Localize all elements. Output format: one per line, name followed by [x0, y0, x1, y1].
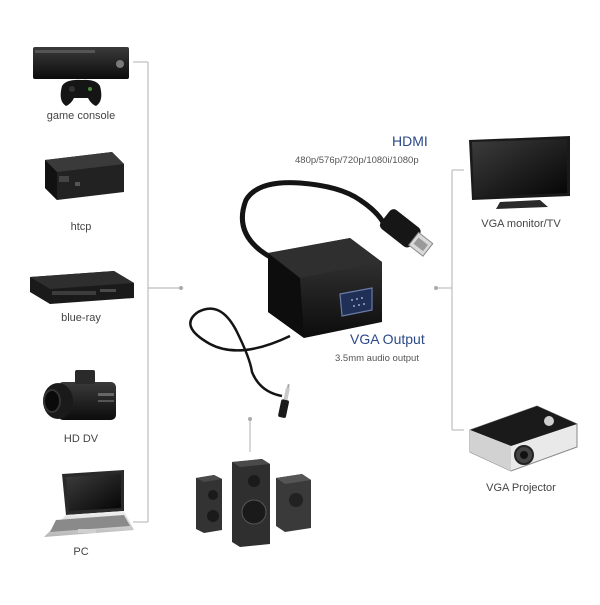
- right-bracket-dot: [434, 286, 438, 290]
- pc-laptop-icon: [44, 470, 134, 537]
- left-bracket-dot: [179, 286, 183, 290]
- blue-ray-label: blue-ray: [61, 312, 101, 324]
- hd-dv-label: HD DV: [63, 433, 99, 445]
- hdmi-resolutions: 480p/576p/720p/1080i/1080p: [295, 155, 419, 166]
- vga-monitor-label: VGA monitor/TV: [481, 218, 561, 230]
- audio-output-label: 3.5mm audio output: [335, 353, 419, 364]
- left-bracket: [133, 61, 180, 523]
- vga-projector-label: VGA Projector: [486, 482, 556, 494]
- game-console-label: game console: [46, 110, 116, 122]
- hdmi-title: HDMI: [392, 133, 428, 149]
- vga-output-title: VGA Output: [350, 331, 425, 347]
- right-bracket: [437, 169, 464, 431]
- game-console-icon: [33, 47, 129, 106]
- speakers-icon: [196, 459, 311, 547]
- speaker-bracket-dot: [248, 417, 252, 421]
- vga-monitor-icon: [469, 136, 570, 209]
- vga-projector-icon: [469, 405, 578, 472]
- blue-ray-icon: [30, 271, 134, 304]
- pc-label: PC: [73, 546, 89, 558]
- hdmi-adapter-icon: [189, 180, 434, 418]
- htcp-label: htcp: [70, 221, 92, 233]
- htcp-icon: [45, 152, 124, 200]
- hd-dv-icon: [43, 370, 116, 420]
